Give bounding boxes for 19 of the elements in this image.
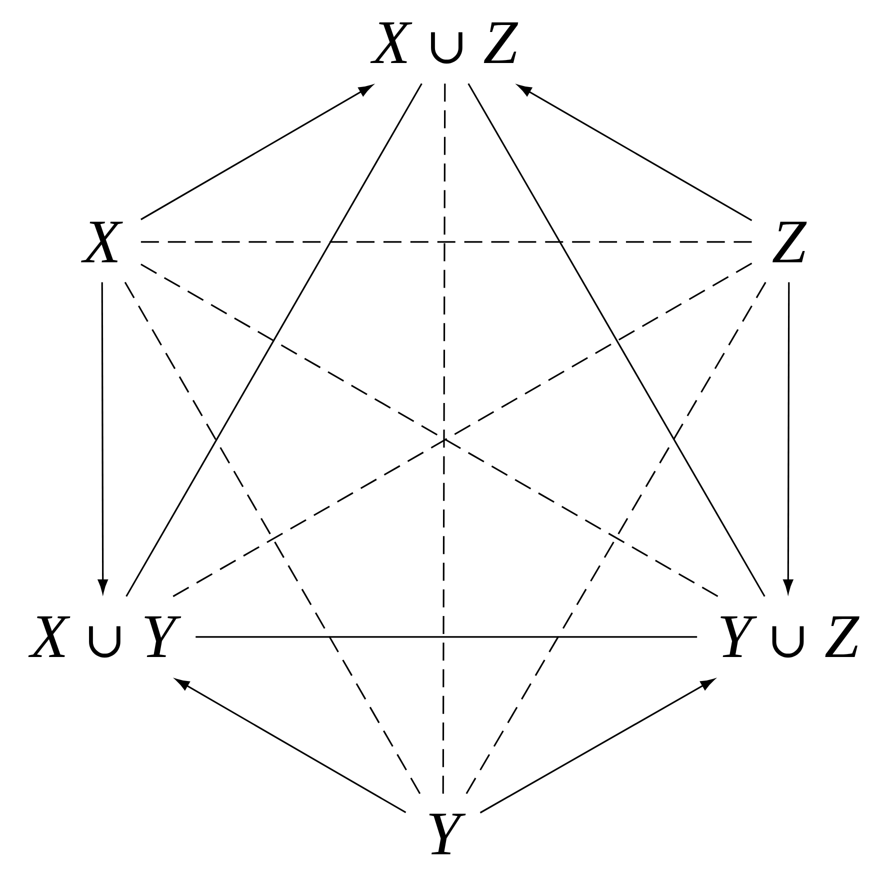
connector-line <box>196 636 698 638</box>
dashed-line <box>466 282 766 794</box>
set-label: X <box>81 222 123 262</box>
set-label: Z <box>772 222 807 262</box>
set-label: Y <box>429 814 466 854</box>
dashed-line <box>140 241 752 243</box>
arrow <box>175 678 406 814</box>
connector-line <box>126 83 422 597</box>
dashed-line <box>124 282 421 794</box>
arrow <box>140 84 373 220</box>
connector-line <box>468 83 766 597</box>
set-label: Y ∪ Z <box>720 616 860 658</box>
dashed-line <box>442 84 446 794</box>
arrow <box>98 282 108 594</box>
set-label: X ∪ Y <box>28 616 182 658</box>
arrow <box>480 678 715 814</box>
arrow <box>518 84 752 222</box>
set-label: X ∪ Z <box>370 22 518 64</box>
arrow <box>783 282 794 594</box>
